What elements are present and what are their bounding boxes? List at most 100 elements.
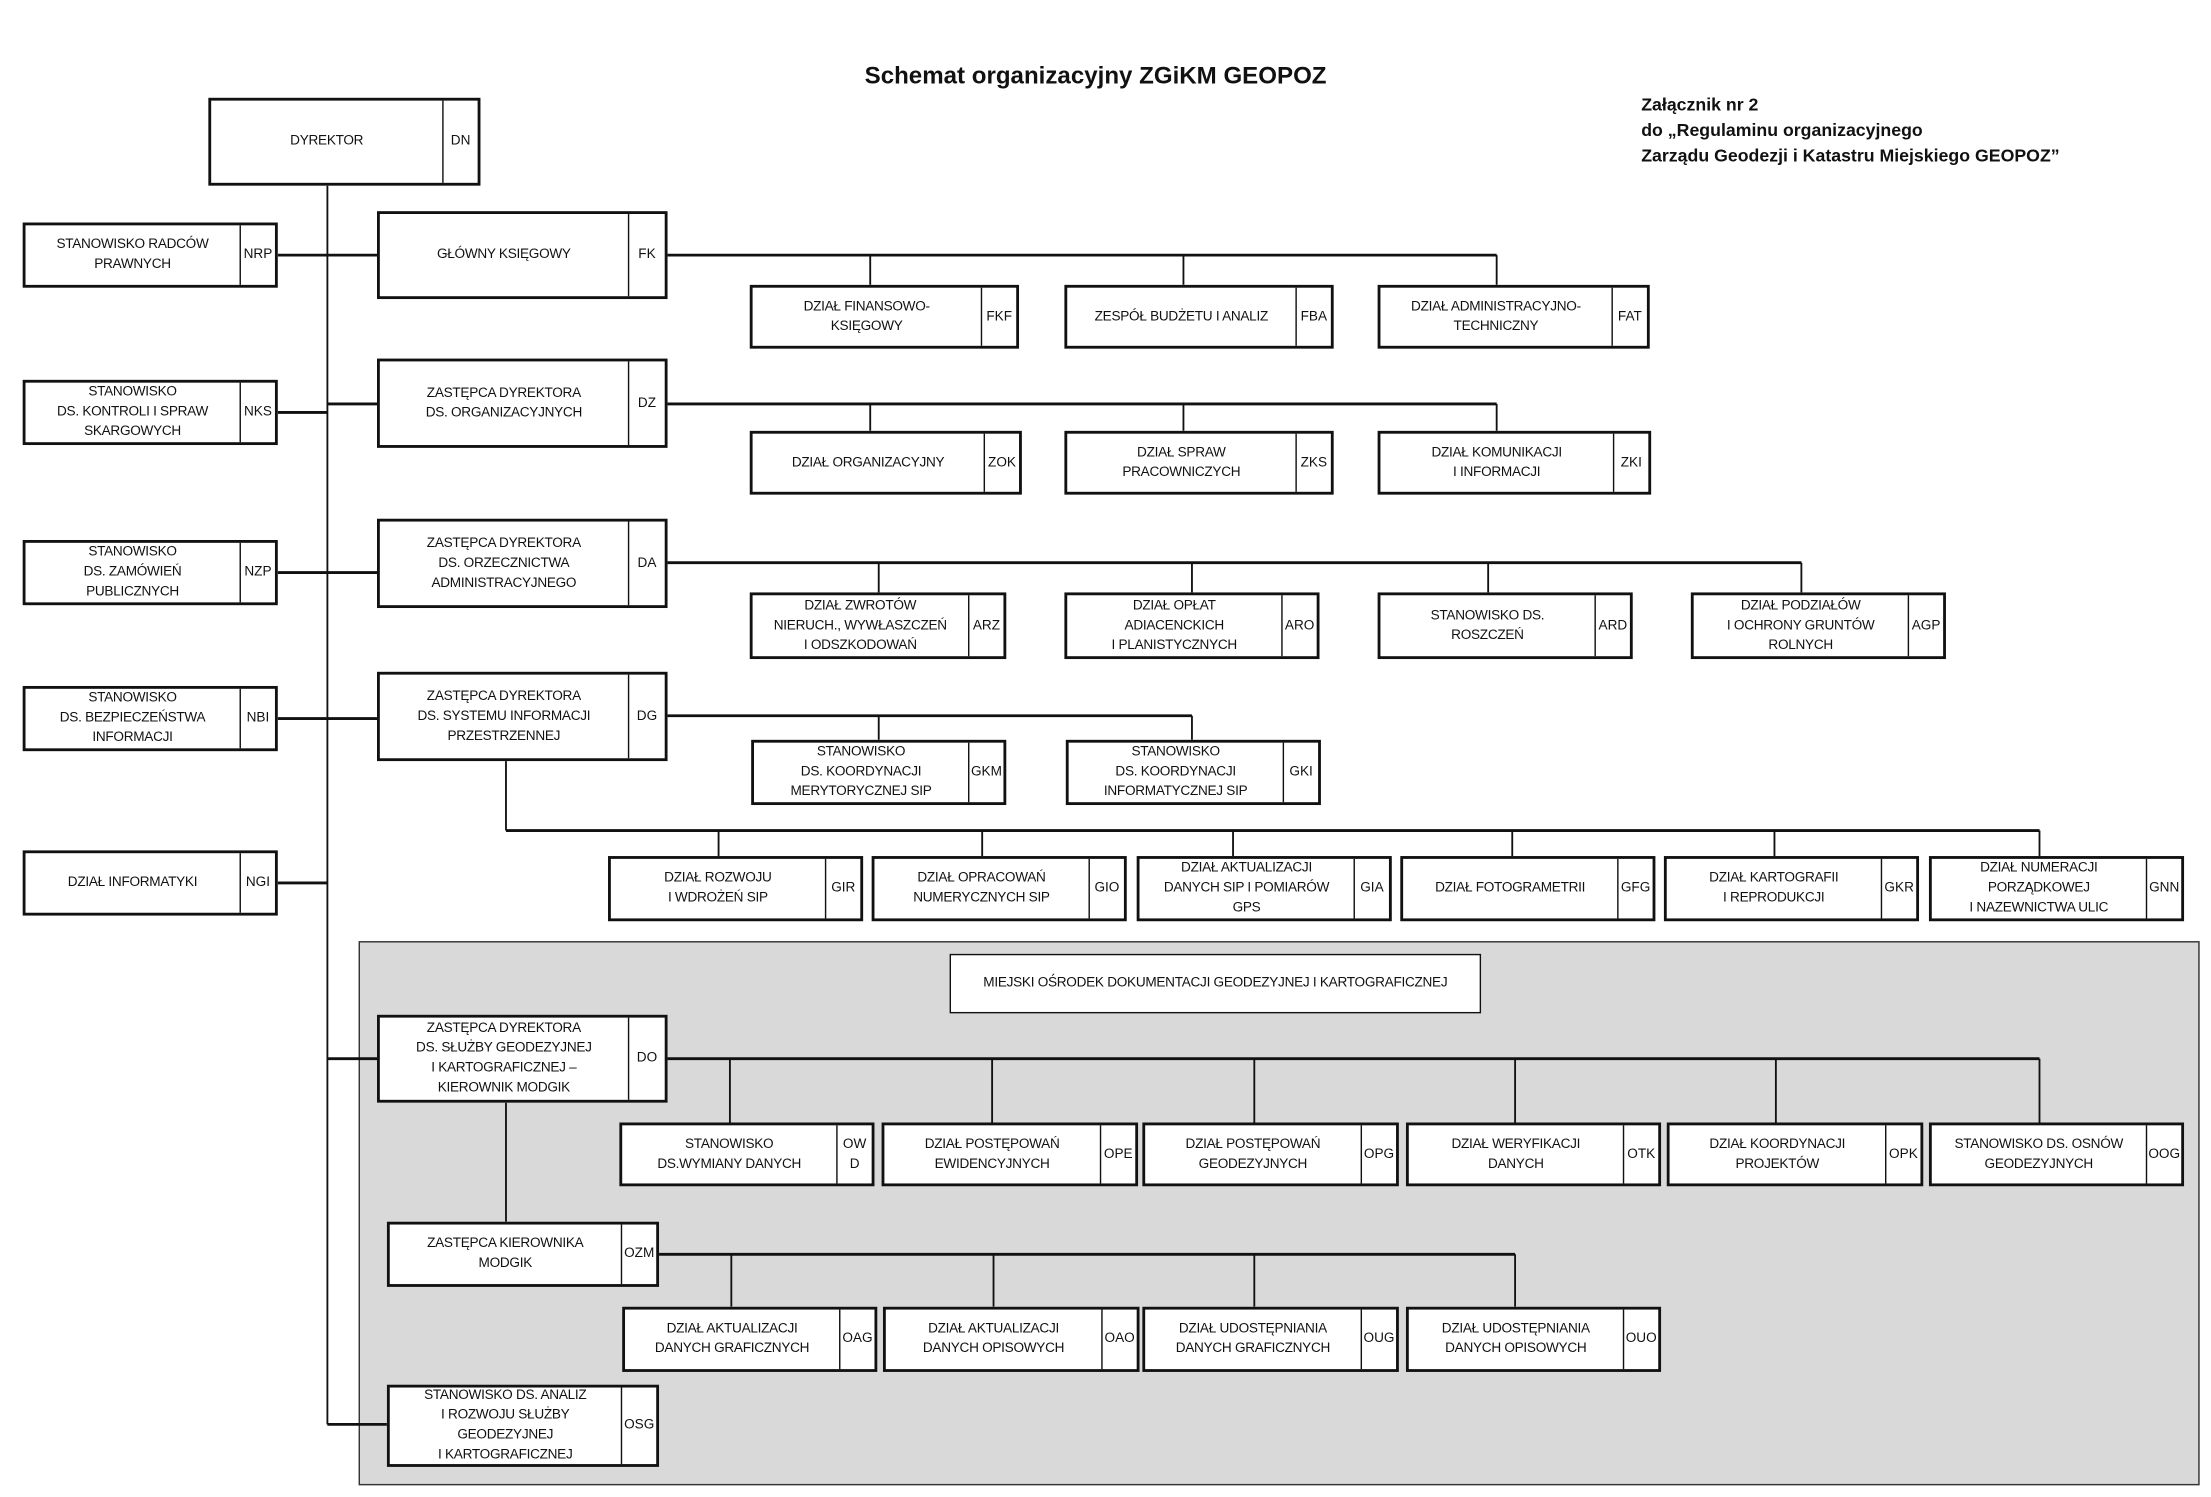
unit-name: STANOWISKO DS. ZAMÓWIEŃ PUBLICZNYCH (83, 544, 182, 600)
unit-box-agp: DZIAŁ PODZIAŁÓW I OCHRONY GRUNTÓW ROLNYC… (1690, 592, 1946, 660)
unit-name: ZASTĘPCA DYREKTORA DS. ORZECZNICTWA ADMI… (426, 535, 581, 591)
unit-name: DZIAŁ FOTOGRAMETRII (1435, 880, 1586, 896)
unit-box-gfg: DZIAŁ FOTOGRAMETRII GFG (1400, 856, 1656, 922)
unit-name: STANOWISKO DS. OSNÓW GEODEZYJNYCH (1954, 1135, 2124, 1172)
unit-name: ZASTĘPCA DYREKTORA DS. ORGANIZACYJNYCH (425, 384, 583, 421)
unit-box-dg: ZASTĘPCA DYREKTORA DS. SYSTEMU INFORMACJ… (377, 671, 668, 762)
unit-code: OUO (1622, 1309, 1658, 1370)
unit-name: ZESPÓŁ BUDŻETU I ANALIZ (1094, 308, 1269, 324)
unit-code: FAT (1611, 287, 1646, 346)
unit-name: STANOWISKO DS. KONTROLI I SPRAW SKARGOWY… (57, 384, 209, 440)
unit-code: OOG (2145, 1125, 2181, 1184)
unit-code: OPG (1360, 1125, 1396, 1184)
unit-name: DZIAŁ FINANSOWO- KSIĘGOWY (803, 298, 930, 334)
unit-name: DZIAŁ KARTOGRAFII I REPRODUKCJI (1709, 870, 1839, 906)
unit-name: DZIAŁ NUMERACJI PORZĄDKOWEJ I NAZEWNICTW… (1969, 860, 2109, 916)
unit-name: DZIAŁ OPŁAT ADIACENCKICH I PLANISTYCZNYC… (1111, 597, 1238, 653)
unit-name: DZIAŁ SPRAW PRACOWNICZYCH (1122, 444, 1241, 480)
unit-code: DA (627, 521, 665, 606)
unit-name: ZASTĘPCA DYREKTORA DS. SYSTEMU INFORMACJ… (417, 688, 591, 744)
modgik-area (358, 941, 2200, 1486)
unit-code: GFG (1617, 858, 1652, 919)
unit-code: ZKS (1295, 433, 1330, 492)
unit-box-gia: DZIAŁ AKTUALIZACJI DANYCH SIP I POMIARÓW… (1136, 856, 1392, 922)
unit-code: GIR (824, 858, 860, 919)
unit-name: DZIAŁ ZWROTÓW NIERUCH., WYWŁASZCZEŃ I OD… (773, 597, 947, 653)
unit-code: GIO (1088, 858, 1123, 919)
unit-name: DZIAŁ ADMINISTRACYJNO- TECHNICZNY (1411, 298, 1581, 334)
unit-name: STANOWISKO DS. KOORDYNACJI MERYTORYCZNEJ… (790, 744, 932, 800)
unit-box-arz: DZIAŁ ZWROTÓW NIERUCH., WYWŁASZCZEŃ I OD… (749, 592, 1007, 660)
unit-name: DZIAŁ KOORDYNACJI PROJEKTÓW (1709, 1135, 1846, 1172)
unit-code: GKI (1282, 742, 1318, 803)
unit-box-otk: DZIAŁ WERYFIKACJI DANYCH OTK (1405, 1122, 1662, 1187)
unit-box-do: ZASTĘPCA DYREKTORA DS. SŁUŻBY GEODEZYJNE… (377, 1014, 668, 1103)
unit-box-nks: STANOWISKO DS. KONTROLI I SPRAW SKARGOWY… (22, 379, 278, 446)
unit-box-gio: DZIAŁ OPRACOWAŃ NUMERYCZNYCH SIP GIO (871, 856, 1127, 922)
unit-box-osg: STANOWISKO DS. ANALIZ I ROZWOJU SŁUŻBY G… (386, 1384, 660, 1467)
modgik-name: MIEJSKI OŚRODEK DOKUMENTACJI GEODEZYJNEJ… (983, 975, 1448, 991)
unit-code: OSG (620, 1387, 656, 1465)
unit-code: FBA (1295, 287, 1330, 346)
unit-code: AGP (1907, 595, 1943, 657)
unit-code: GKM (968, 742, 1003, 803)
unit-name: STANOWISKO DS.WYMIANY DANYCH (657, 1135, 802, 1172)
unit-code: GKR (1880, 858, 1916, 919)
unit-code: ARD (1594, 595, 1629, 657)
unit-box-oao: DZIAŁ AKTUALIZACJI DANYCH OPISOWYCH OAO (882, 1306, 1140, 1372)
unit-name: DZIAŁ ROZWOJU I WDROŻEŃ SIP (664, 870, 772, 906)
unit-code: NRP (239, 225, 275, 285)
unit-box-gkr: DZIAŁ KARTOGRAFII I REPRODUKCJI GKR (1663, 856, 1920, 922)
unit-box-gki: STANOWISKO DS. KOORDYNACJI INFORMATYCZNE… (1065, 739, 1321, 806)
unit-box-da: ZASTĘPCA DYREKTORA DS. ORZECZNICTWA ADMI… (377, 518, 668, 609)
unit-box-ard: STANOWISKO DS. ROSZCZEŃ ARD (1377, 592, 1633, 660)
unit-name: STANOWISKO DS. ANALIZ I ROZWOJU SŁUŻBY G… (424, 1387, 587, 1463)
unit-name: GŁÓWNY KSIĘGOWY (436, 246, 571, 263)
unit-name: ZASTĘPCA DYREKTORA DS. SŁUŻBY GEODEZYJNE… (416, 1020, 592, 1096)
unit-code: NBI (239, 688, 275, 749)
unit-code: OAO (1101, 1309, 1136, 1370)
unit-name: STANOWISKO DS. BEZPIECZEŃSTWA INFORMACJI (59, 690, 206, 746)
unit-code: DG (627, 674, 665, 759)
unit-name: DZIAŁ UDOSTĘPNIANIA DANYCH GRAFICZNYCH (1175, 1320, 1331, 1357)
unit-name: DZIAŁ KOMUNIKACJI I INFORMACJI (1431, 444, 1562, 480)
unit-code: GIA (1353, 858, 1389, 919)
unit-name: DZIAŁ POSTĘPOWAŃ GEODEZYJNYCH (1185, 1135, 1321, 1172)
chart-title: Schemat organizacyjny ZGiKM GEOPOZ (864, 62, 1327, 90)
unit-code: OUG (1360, 1309, 1396, 1370)
unit-box-gnn: DZIAŁ NUMERACJI PORZĄDKOWEJ I NAZEWNICTW… (1928, 856, 2185, 922)
annex-line: Zarządu Geodezji i Katastru Miejskiego G… (1641, 145, 2060, 166)
unit-code: ARO (1281, 595, 1316, 657)
unit-name: DZIAŁ AKTUALIZACJI DANYCH OPISOWYCH (922, 1320, 1065, 1357)
unit-name: STANOWISKO DS. KOORDYNACJI INFORMATYCZNE… (1103, 744, 1248, 800)
unit-name: DZIAŁ PODZIAŁÓW I OCHRONY GRUNTÓW ROLNYC… (1726, 597, 1875, 653)
unit-name: DZIAŁ OPRACOWAŃ NUMERYCZNYCH SIP (913, 870, 1050, 906)
unit-name: DZIAŁ AKTUALIZACJI DANYCH SIP I POMIARÓW… (1163, 860, 1330, 916)
annex-line: Załącznik nr 2 (1641, 94, 1759, 115)
unit-name: DZIAŁ INFORMATYKI (67, 874, 198, 891)
unit-name: STANOWISKO DS. ROSZCZEŃ (1430, 607, 1545, 643)
unit-box-zks: DZIAŁ SPRAW PRACOWNICZYCH ZKS (1064, 430, 1334, 495)
unit-code: NZP (239, 542, 275, 603)
unit-code: OW D (836, 1125, 871, 1184)
unit-code: OTK (1622, 1125, 1658, 1184)
unit-name: DZIAŁ WERYFIKACJI DANYCH (1451, 1135, 1581, 1172)
unit-code: DN (442, 100, 477, 183)
unit-code: DO (627, 1017, 665, 1100)
unit-code: OZM (620, 1224, 656, 1285)
unit-box-fat: DZIAŁ ADMINISTRACYJNO- TECHNICZNY FAT (1377, 284, 1650, 349)
unit-box-nzp: STANOWISKO DS. ZAMÓWIEŃ PUBLICZNYCH NZP (22, 539, 278, 606)
unit-name: DZIAŁ AKTUALIZACJI DANYCH GRAFICZNYCH (654, 1320, 810, 1357)
unit-code: ZOK (983, 433, 1019, 492)
unit-code: NKS (239, 382, 275, 443)
